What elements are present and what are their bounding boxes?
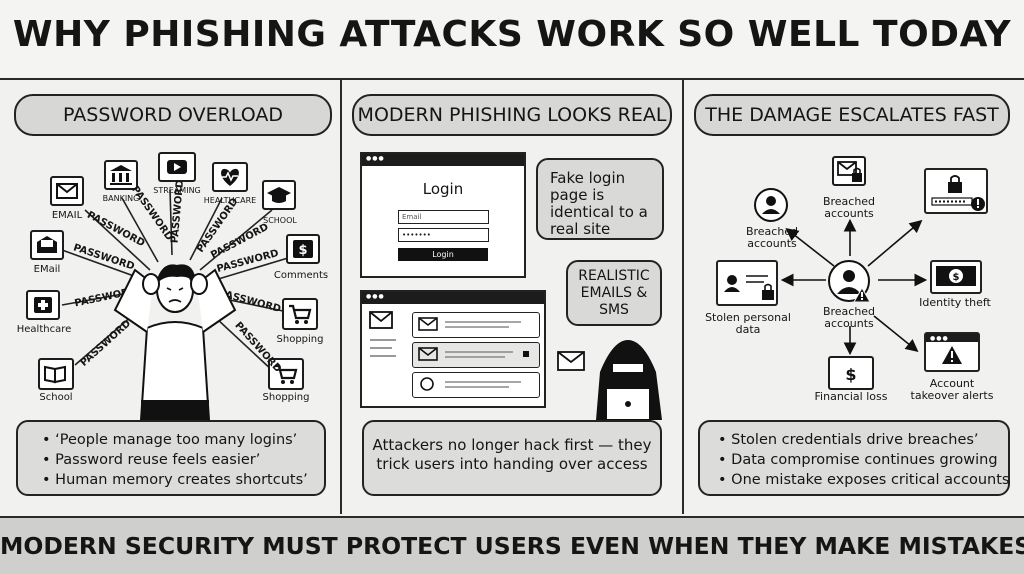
bullet-item: Data compromise continues growing [718,450,1008,470]
realistic-emails-bubble: REALISTIC EMAILS & SMS [566,260,662,326]
book-icon [38,358,74,390]
shopping2-label: Shopping [262,392,310,403]
top-left-label: Breached accounts [745,225,799,250]
id-card-icon [716,260,778,306]
hacker-illustration [557,340,662,421]
summary-text: Attackers no longer hack first — they tr… [372,436,652,473]
healthcare-label: Healthcare [16,324,72,335]
email-icon [50,176,84,206]
email-client-window [360,290,546,408]
svg-text:$: $ [298,243,307,258]
bullet-item: One mistake exposes critical accounts [718,470,1009,490]
shopping-cart-icon-2 [268,358,304,390]
healthcare-top-label: HEALTHCARE [203,196,257,205]
login-button[interactable]: Login [398,248,488,261]
center-label: Breached accounts [822,305,876,330]
footer: MODERN SECURITY MUST PROTECT USERS EVEN … [0,516,1024,574]
left-label: Stolen personal data [705,311,791,336]
email2-label: EMail [33,264,61,275]
bottom-label: Financial loss [814,390,888,403]
footer-text: MODERN SECURITY MUST PROTECT USERS EVEN … [0,532,1024,560]
shopping1-label: Shopping [276,334,324,345]
inbox-sidebar [369,311,396,357]
money-icon: $ [930,260,982,294]
email-row[interactable] [412,372,540,398]
graduation-cap-icon [262,180,296,210]
damage-summary: Stolen credentials drive breaches’ Data … [698,420,1010,496]
school-label: School [39,392,73,403]
wallet-icon: $ [828,356,874,390]
panel-heading: THE DAMAGE ESCALATES FAST [694,94,1010,136]
fake-login-window: Login Email ••••••• Login [360,152,526,278]
panel-damage-escalates: THE DAMAGE ESCALATES FAST Breached accou… [684,80,1024,514]
bullet-item: Stolen credentials drive breaches’ [718,430,1008,450]
svg-text:$: $ [845,365,856,384]
email-label: EMAIL [51,210,83,221]
school-top-label: SCHOOL [263,216,297,225]
panel-heading: PASSWORD OVERLOAD [14,94,332,136]
shopping-cart-icon [282,298,318,330]
user-circle-icon [754,188,788,222]
window-titlebar [362,292,544,304]
banking-label: BANKING [102,194,140,203]
email-input[interactable]: Email [398,210,489,224]
password-overload-summary: ‘People manage too many logins’ Password… [16,420,326,496]
bottom-right-label: Account takeover alerts [910,377,994,402]
password-input[interactable]: ••••••• [398,228,489,242]
panel-heading: MODERN PHISHING LOOKS REAL [352,94,672,136]
streaming-label: STREAMING [153,186,201,195]
window-titlebar [362,154,524,166]
comments-label: Comments [273,270,329,281]
modern-phishing-summary: Attackers no longer hack first — they tr… [362,420,662,496]
streaming-icon [158,152,196,182]
fake-login-bubble: Fake login page is identical to a real s… [536,158,664,240]
mail-lock-icon [832,156,866,186]
email-row[interactable] [412,342,540,368]
bullet-item: Human memory creates shortcuts’ [42,470,324,490]
heart-icon [212,162,248,192]
right-label: Identity theft [919,296,991,309]
bullet-item: Password reuse feels easier’ [42,450,324,470]
breached-user-icon [828,260,871,303]
panel-modern-phishing: MODERN PHISHING LOOKS REAL Login Email •… [342,80,684,514]
login-title: Login [422,180,464,198]
bank-icon [104,160,138,190]
header: WHY PHISHING ATTACKS WORK SO WELL TODAY [0,0,1024,80]
email-row[interactable] [412,312,540,338]
svg-text:$: $ [953,272,960,283]
bullet-item: ‘People manage too many logins’ [42,430,324,450]
open-mail-icon [30,230,64,260]
damage-arrows [780,218,928,356]
takeover-alert-window [924,332,980,372]
page-title: WHY PHISHING ATTACKS WORK SO WELL TODAY [12,14,1012,55]
dollar-icon: $ [286,234,320,264]
medical-cross-icon [26,290,60,320]
stressed-person-illustration [113,264,237,421]
panel-password-overload: PASSWORD OVERLOAD EMAIL BANKING STREAMIN… [0,80,342,514]
top-label: Breached accounts [822,195,876,220]
password-alert-window [924,168,988,214]
